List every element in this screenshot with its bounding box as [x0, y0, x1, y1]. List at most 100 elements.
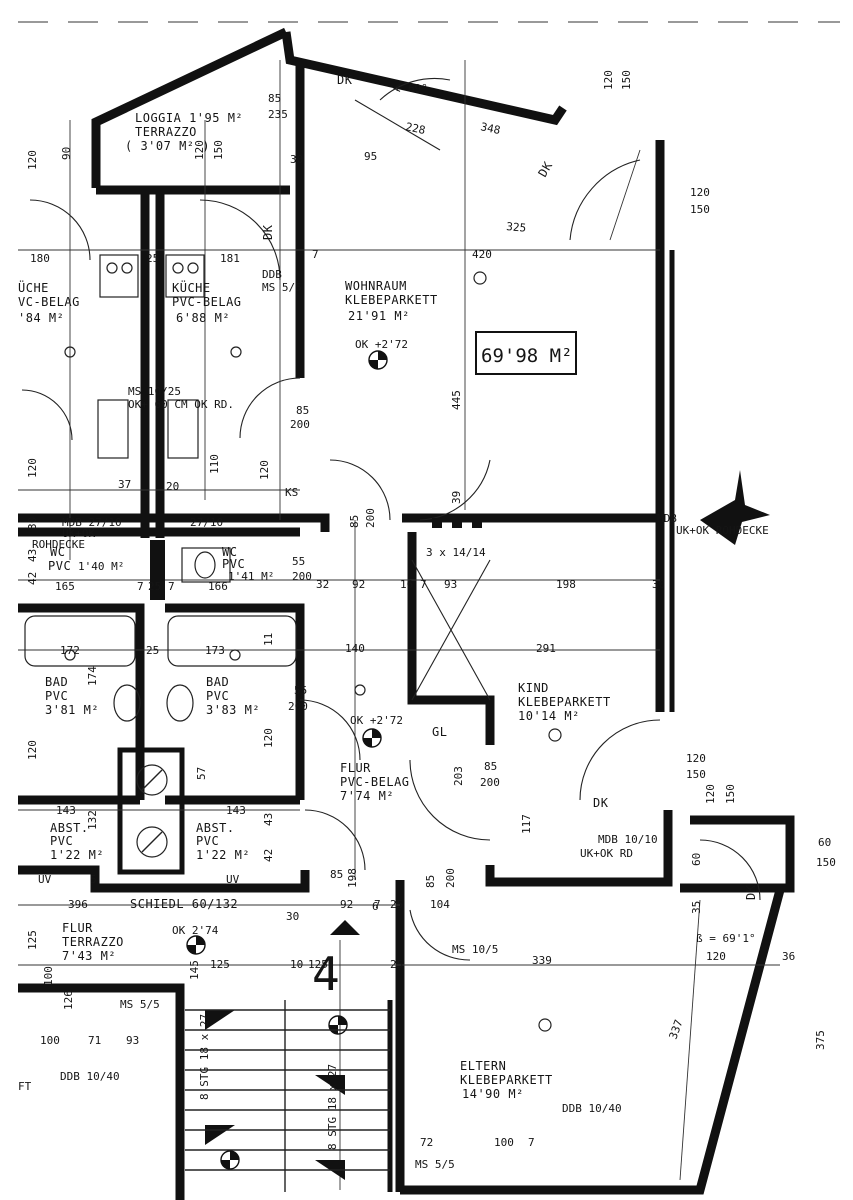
dim-text: 93: [126, 1034, 139, 1047]
room-sub: TERRAZZO: [135, 125, 197, 139]
wall-wc-bad: [18, 603, 145, 800]
wall-fill: [150, 540, 165, 600]
level-marker-fill: [363, 729, 381, 747]
door-arc: [21, 389, 73, 441]
dim-text: 90: [60, 147, 73, 160]
room-name: KÜCHE: [172, 279, 211, 295]
direction-arrow-icon: [330, 920, 360, 935]
room-name: ELTERN: [460, 1059, 506, 1073]
room-name: ABST.: [196, 821, 235, 835]
dim-text: 200: [480, 776, 500, 789]
room-area: 7'74 M²: [340, 789, 394, 803]
note-angle: ∢ 69°: [392, 82, 428, 95]
wall-wohnraum-top: [281, 31, 567, 126]
note-ok60: OK+ 60 CM OK RD.: [128, 398, 234, 411]
dim-text: 235: [268, 108, 288, 121]
note-ok: OK 2'74: [172, 924, 219, 937]
note-dk: DK: [261, 224, 275, 240]
dim-text: 181: [220, 252, 240, 265]
dim-text: 5: [90, 873, 97, 886]
note-ms: MS 5/5: [120, 998, 160, 1011]
dim-text: 42: [262, 849, 275, 862]
dim-text: 200: [444, 868, 457, 888]
stair-arrow-icon: [205, 1010, 235, 1030]
note-ukok: UK+OK ROHDECKE: [676, 524, 769, 537]
dim-text: 120: [602, 70, 615, 90]
dim-text: 100: [42, 966, 55, 986]
room-area: '84 M²: [18, 311, 64, 325]
dim-text: 30: [26, 517, 39, 530]
wall-mid: [18, 513, 330, 532]
note-stair: 8 STG 18 x 27: [198, 1014, 211, 1100]
note-ft: FT: [18, 1080, 32, 1093]
dim-text: 43: [262, 813, 275, 826]
dim-text: 57: [195, 767, 208, 780]
note-angle: ß = 69'1°: [696, 932, 756, 945]
wall-stair-left: [18, 983, 185, 1200]
dim-text: 85: [424, 875, 437, 888]
wall-wc-bad-right: [165, 603, 305, 800]
dim-text: 150: [686, 768, 706, 781]
door-arc: [29, 199, 91, 261]
dim-text: 120: [258, 460, 271, 480]
wall-flur-bottom: [18, 865, 310, 893]
room-area: 14'90 M²: [462, 1087, 524, 1101]
dim-text: 60: [818, 836, 831, 849]
dim-text: 396: [68, 898, 88, 911]
room-sub: PVC-BELAG: [172, 295, 242, 309]
note-ms: MS 10/25: [128, 385, 181, 398]
chimney-icon: [432, 518, 442, 528]
room-name: LOGGIA 1'95 M²: [135, 111, 243, 125]
dim-text: 85: [268, 92, 281, 105]
sink-icon: [167, 399, 199, 459]
room-sub: PVC: [48, 559, 71, 573]
toilet-icon: [194, 551, 216, 579]
door-swings: [21, 77, 761, 961]
light-icon: [229, 649, 241, 661]
note-ok: OK +2'72: [355, 338, 408, 351]
dim-text: 375: [814, 1030, 827, 1050]
dim-text: 120: [26, 150, 39, 170]
dim-text: 200: [290, 418, 310, 431]
room-sub: TERRAZZO: [62, 935, 124, 949]
door-arc: [329, 459, 391, 521]
dim-text: 30: [286, 910, 299, 923]
door-arc: [579, 719, 661, 801]
stair-treads: [185, 1000, 390, 1192]
meter-needle-icon: [141, 769, 163, 791]
burner-icon: [172, 262, 184, 274]
room-sub: KLEBEPARKETT: [518, 695, 611, 709]
door-arc: [239, 377, 301, 439]
room-sub: PVC: [206, 689, 229, 703]
chimney-icon: [472, 518, 482, 528]
door-arc: [379, 77, 451, 101]
dim-text: 43: [26, 549, 39, 562]
dim-text: 203: [452, 766, 465, 786]
door-arc: [299, 699, 361, 761]
dim-text: 42: [26, 572, 39, 585]
dim-text: 200: [364, 508, 377, 528]
wall-shaft: [117, 747, 185, 875]
dim-text: 32: [316, 578, 329, 591]
dim-text: 72: [420, 1136, 433, 1149]
dim-text: 150: [620, 70, 633, 90]
door-arc: [409, 759, 491, 841]
dim-text: 104: [430, 898, 450, 911]
chimney-icon: [452, 518, 462, 528]
ceiling-lights: [64, 271, 562, 1032]
dim-text: 60: [690, 853, 703, 866]
door-leaf: [411, 559, 491, 701]
dim-text: 120: [704, 784, 717, 804]
dim-text: 85: [348, 515, 361, 528]
dim-text: 25: [146, 644, 159, 657]
note-dk: DK: [337, 73, 353, 87]
dim-text: 337: [667, 1018, 686, 1041]
walls: [18, 27, 795, 1200]
annotations: OK +2'72 OK +2'72 OK 2'74 MS 10/25 OK+ 6…: [18, 73, 769, 1171]
note-ok: OK +2'72: [350, 714, 403, 727]
dim-text: 125: [308, 958, 328, 971]
room-area: 1'22 M²: [50, 848, 104, 862]
meter-icon: [136, 826, 168, 858]
room-name: BAD: [206, 675, 229, 689]
light-icon: [354, 684, 366, 696]
